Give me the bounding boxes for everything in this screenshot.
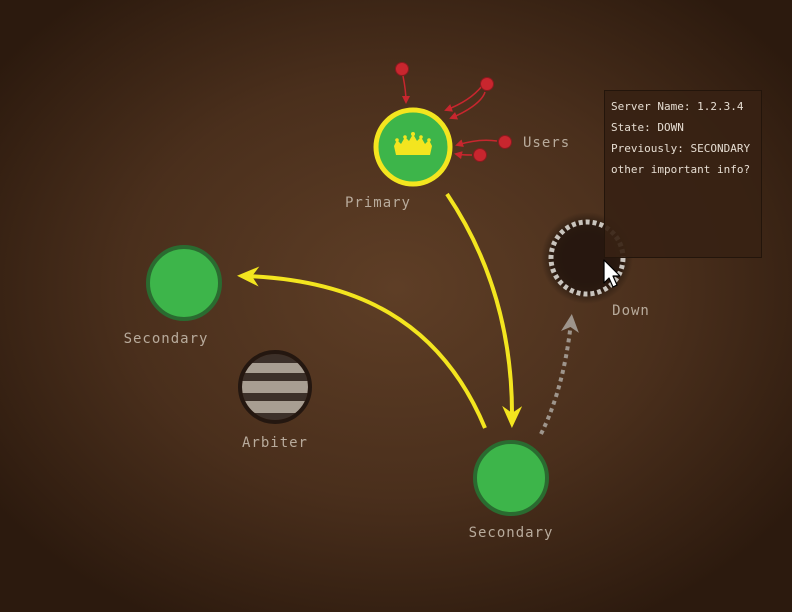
primary-node[interactable]: Primary (345, 107, 453, 211)
mouse-cursor-icon (603, 259, 621, 288)
server-name-text: Server Name: 1.2.3.4 (611, 100, 744, 113)
secondary-node-bottom[interactable]: Secondary (469, 440, 554, 541)
user-dot[interactable] (498, 135, 512, 149)
user-dot[interactable] (473, 148, 487, 162)
user-request-arrows (401, 75, 498, 160)
replication-arrow-primary-to-bottom (445, 192, 523, 428)
users: Users (395, 62, 570, 162)
secondary-node-left[interactable]: Secondary (124, 245, 222, 347)
server-state-text: State: DOWN (611, 121, 684, 134)
user-arrow-2 (449, 91, 486, 120)
user-arrow-4 (455, 139, 498, 148)
primary-label: Primary (345, 195, 411, 211)
server-previous-state-text: Previously: SECONDARY (611, 142, 751, 155)
user-dot[interactable] (395, 62, 409, 76)
replication-arrow-bottom-to-left (237, 266, 487, 429)
heartbeat-arrow-to-down (539, 314, 579, 435)
arbiter-label: Arbiter (242, 435, 308, 451)
server-other-info-text: other important info? (611, 163, 751, 176)
server-info-tooltip: Server Name: 1.2.3.4 State: DOWN Previou… (604, 90, 762, 258)
down-label: Down (612, 303, 650, 319)
secondary-bottom-label: Secondary (469, 525, 554, 541)
secondary-left-label: Secondary (124, 331, 209, 347)
users-label: Users (523, 135, 570, 151)
crown-icon (394, 132, 432, 155)
user-dot[interactable] (480, 77, 494, 91)
arbiter-node[interactable]: Arbiter (238, 350, 312, 451)
user-arrow-3 (444, 85, 483, 112)
user-arrow-1 (401, 75, 410, 104)
user-arrow-5 (454, 151, 473, 160)
